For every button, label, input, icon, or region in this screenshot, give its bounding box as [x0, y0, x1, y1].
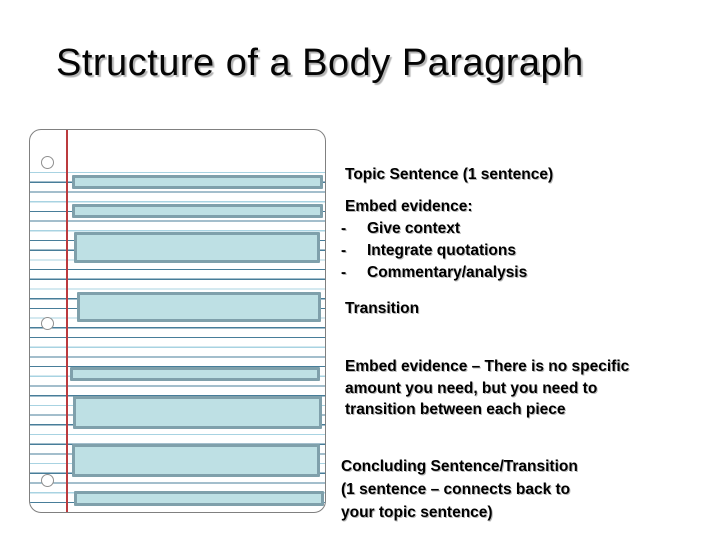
- highlight-box-transition: [77, 292, 321, 322]
- punch-hole-top: [41, 156, 54, 169]
- notebook-paper-graphic: [29, 129, 326, 513]
- highlight-box-evidence-note-2: [73, 396, 322, 429]
- punch-hole-bottom: [41, 474, 54, 487]
- red-margin-line: [66, 130, 68, 512]
- annotation-embed-evidence: Embed evidence: - Give context - Integra…: [341, 196, 527, 284]
- embed-evidence-heading: Embed evidence:: [345, 198, 473, 215]
- annotation-transition: Transition: [345, 298, 419, 320]
- evidence-note-line-3: transition between each piece: [345, 401, 566, 418]
- topic-sentence-text: Topic Sentence (1 sentence): [345, 166, 554, 183]
- bullet-text: Commentary/analysis: [367, 264, 528, 281]
- evidence-note-line-1: Embed evidence – There is no specific: [345, 358, 630, 375]
- bullet-dash: -: [341, 264, 347, 281]
- concluding-line-1: Concluding Sentence/Transition: [341, 458, 578, 475]
- embed-evidence-bullet-3: - Commentary/analysis: [341, 262, 527, 284]
- highlight-box-embed-evidence-2: [74, 232, 320, 263]
- bullet-text: Integrate quotations: [367, 242, 516, 259]
- bullet-text: Give context: [367, 220, 461, 237]
- slide-title: Structure of a Body Paragraph: [56, 42, 584, 84]
- annotation-embed-evidence-note: Embed evidence – There is no specific am…: [345, 356, 629, 421]
- concluding-line-3: your topic sentence): [341, 504, 493, 521]
- punch-hole-middle: [41, 317, 54, 330]
- transition-text: Transition: [345, 300, 420, 317]
- embed-evidence-bullet-1: - Give context: [341, 218, 527, 240]
- bullet-dash: -: [341, 242, 347, 259]
- annotation-topic-sentence: Topic Sentence (1 sentence): [345, 164, 553, 186]
- annotation-concluding-sentence: Concluding Sentence/Transition (1 senten…: [341, 455, 578, 524]
- highlight-box-evidence-note-1: [70, 367, 320, 381]
- highlight-box-concluding-sentence: [74, 491, 324, 506]
- highlight-box-evidence-note-3: [72, 444, 320, 477]
- concluding-line-2: (1 sentence – connects back to: [341, 481, 571, 498]
- evidence-note-line-2: amount you need, but you need to: [345, 379, 598, 397]
- bullet-dash: -: [341, 220, 347, 237]
- highlight-box-embed-evidence-1: [72, 204, 323, 218]
- embed-evidence-bullet-2: - Integrate quotations: [341, 240, 527, 262]
- highlight-box-topic-sentence: [72, 175, 323, 189]
